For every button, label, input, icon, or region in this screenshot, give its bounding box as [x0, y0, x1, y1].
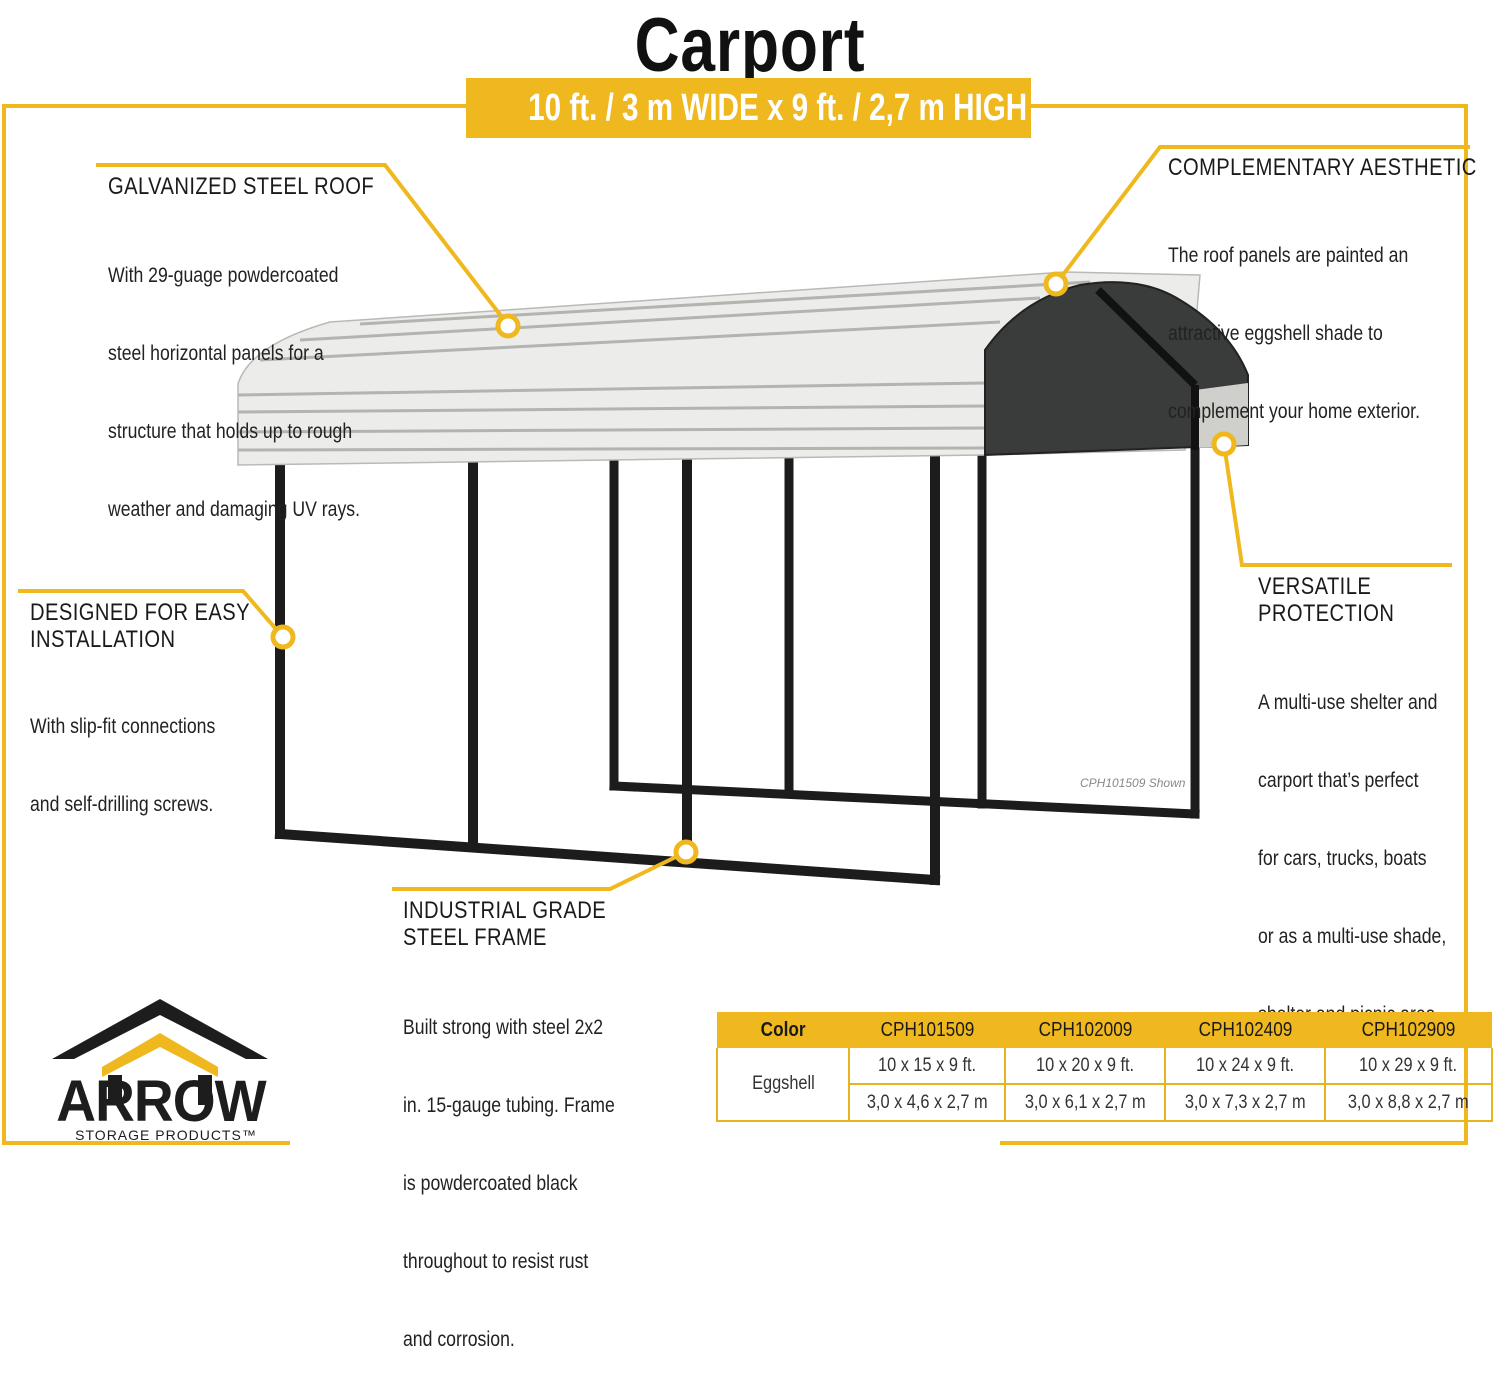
- frame-heading-line: STEEL FRAME: [403, 924, 547, 951]
- installation-line: With slip-fit connections: [30, 715, 216, 738]
- frame-heading-line: INDUSTRIAL GRADE: [403, 897, 607, 924]
- illustration-canvas: [2, 104, 1470, 1145]
- aesthetic-heading: COMPLEMENTARY AESTHETIC: [1168, 154, 1477, 181]
- brand-name: ARROW: [56, 1069, 266, 1134]
- accent-border: [2, 104, 1468, 1145]
- protection-line: carport that’s perfect: [1258, 769, 1419, 792]
- frame-line: throughout to resist rust: [403, 1250, 589, 1273]
- installation-heading-line: DESIGNED FOR EASY: [30, 599, 250, 626]
- model-shown-note: CPH101509 Shown: [1080, 776, 1186, 790]
- metric-size: 3,0 x 7,3 x 2,7 m: [1165, 1084, 1326, 1122]
- header-color: Color: [717, 1012, 849, 1048]
- callout-lines: [18, 145, 1470, 891]
- header-model: CPH101509: [849, 1012, 1005, 1048]
- table-row: 3,0 x 4,6 x 2,7 m 3,0 x 6,1 x 2,7 m 3,0 …: [717, 1084, 1493, 1122]
- dimensions-banner: 10 ft. / 3 m WIDE x 9 ft. / 2,7 m HIGH: [466, 78, 1031, 138]
- imperial-size: 10 x 20 x 9 ft.: [1005, 1048, 1166, 1085]
- imperial-size: 10 x 29 x 9 ft.: [1325, 1048, 1493, 1085]
- back-frame: [609, 440, 1200, 819]
- protection-line: for cars, trucks, boats: [1258, 847, 1427, 870]
- aesthetic-description: The roof panels are painted an attractiv…: [1168, 191, 1420, 451]
- table-row: Eggshell 10 x 15 x 9 ft. 10 x 20 x 9 ft.…: [716, 1048, 1493, 1122]
- protection-line: A multi-use shelter and: [1258, 691, 1438, 714]
- protection-line: or as a multi-use shade,: [1258, 925, 1447, 948]
- imperial-size: 10 x 15 x 9 ft.: [849, 1048, 1006, 1085]
- color-value: Eggshell: [716, 1048, 850, 1122]
- header-model: CPH102909: [1325, 1012, 1492, 1048]
- metric-size: 3,0 x 6,1 x 2,7 m: [1005, 1084, 1166, 1122]
- frame-line: Built strong with steel 2x2: [403, 1016, 604, 1039]
- installation-description: With slip-fit connections and self-drill…: [30, 662, 215, 844]
- front-frame: [274, 450, 941, 886]
- roof-heading: GALVANIZED STEEL ROOF: [108, 173, 375, 200]
- aesthetic-line: complement your home exterior.: [1168, 400, 1420, 423]
- protection-description: A multi-use shelter and carport that’s p…: [1258, 638, 1446, 1054]
- frame-description: Built strong with steel 2x2 in. 15-gauge…: [403, 963, 615, 1379]
- brand-tagline: STORAGE PRODUCTS™: [75, 1127, 257, 1143]
- dimensions-text: 10 ft. / 3 m WIDE x 9 ft. / 2,7 m HIGH: [528, 87, 1028, 129]
- metric-size: 3,0 x 4,6 x 2,7 m: [849, 1084, 1006, 1122]
- protection-heading: VERSATILE PROTECTION: [1258, 573, 1394, 627]
- arrow-logo-icon: [52, 999, 268, 1105]
- roof-line: steel horizontal panels for a: [108, 342, 324, 365]
- frame-line: is powdercoated black: [403, 1172, 578, 1195]
- roof-line: structure that holds up to rough: [108, 420, 353, 443]
- protection-heading-line: VERSATILE: [1258, 573, 1372, 600]
- frame-line: in. 15-gauge tubing. Frame: [403, 1094, 615, 1117]
- aesthetic-line: The roof panels are painted an: [1168, 244, 1409, 267]
- carport-illustration: [237, 271, 1249, 886]
- roof: [237, 271, 1249, 466]
- callout-markers: [270, 271, 1237, 865]
- roof-description: With 29-guage powdercoated steel horizon…: [108, 211, 360, 549]
- spec-header-row: Color CPH101509 CPH102009 CPH102409 CPH1…: [717, 1012, 1492, 1048]
- page-title: Carport: [634, 3, 866, 88]
- imperial-size: 10 x 24 x 9 ft.: [1165, 1048, 1326, 1085]
- metric-size: 3,0 x 8,8 x 2,7 m: [1325, 1084, 1493, 1122]
- frame-line: and corrosion.: [403, 1328, 515, 1351]
- installation-heading: DESIGNED FOR EASY INSTALLATION: [30, 599, 250, 653]
- spec-table: Color CPH101509 CPH102009 CPH102409 CPH1…: [716, 1012, 1493, 1122]
- aesthetic-line: attractive eggshell shade to: [1168, 322, 1383, 345]
- protection-heading-line: PROTECTION: [1258, 600, 1395, 627]
- roof-line: With 29-guage powdercoated: [108, 264, 339, 287]
- installation-heading-line: INSTALLATION: [30, 626, 176, 653]
- installation-line: and self-drilling screws.: [30, 793, 214, 816]
- roof-line: weather and damaging UV rays.: [108, 498, 360, 521]
- frame-heading: INDUSTRIAL GRADE STEEL FRAME: [403, 897, 606, 951]
- header-model: CPH102009: [1005, 1012, 1165, 1048]
- header-model: CPH102409: [1165, 1012, 1325, 1048]
